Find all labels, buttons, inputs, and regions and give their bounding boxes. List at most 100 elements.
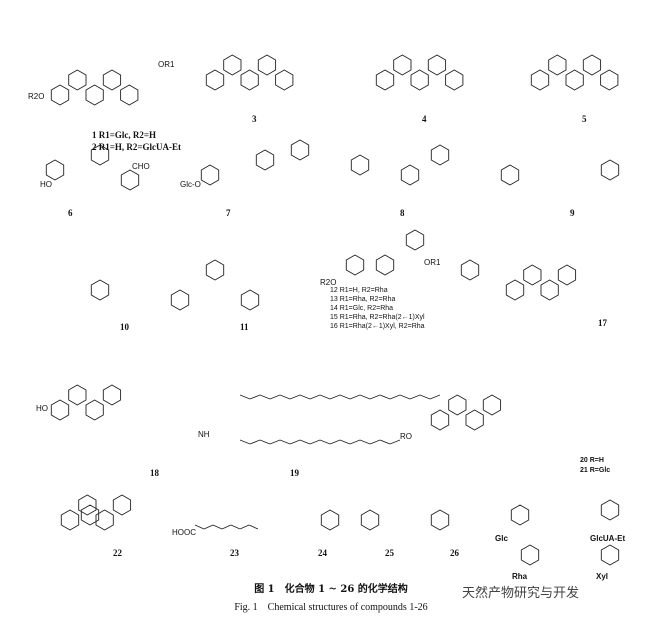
bond-chain (349, 439, 361, 445)
compound-5-label: 5 (582, 114, 587, 124)
bond-chain (339, 439, 351, 445)
bond-chain (269, 439, 281, 445)
bond-chain (399, 394, 411, 400)
ring (275, 69, 294, 91)
ring (102, 69, 122, 91)
ring (257, 54, 277, 76)
ring (600, 159, 620, 181)
compound-9-label: 9 (570, 208, 575, 218)
ring (400, 164, 420, 186)
ring (500, 164, 520, 186)
bond-chain (203, 524, 214, 530)
compound-1-label: 1 R1=Glc, R2=H (92, 130, 157, 140)
compound-3-label: 3 (252, 114, 257, 124)
sugar-rha-label: Rha (512, 572, 528, 581)
bond-chain (299, 394, 311, 400)
ring (50, 84, 70, 106)
compound-18-label: 18 (150, 468, 159, 478)
ring (430, 509, 450, 531)
ring (200, 164, 220, 186)
sugar-glc-label: Glc (495, 534, 508, 543)
ring (80, 504, 100, 526)
compound-15-label: 15 R1=Rha, R2=Rha(2←1)Xyl (330, 314, 425, 321)
ring (95, 509, 114, 531)
bond-chain (369, 439, 381, 445)
or1-group-12: OR1 (424, 258, 441, 267)
compound-10-label: 10 (120, 322, 129, 332)
ring (102, 384, 122, 406)
bond-chain (359, 394, 371, 400)
ro-group: RO (400, 432, 412, 441)
ring (565, 69, 584, 91)
bond-chain (309, 439, 321, 445)
compound-6-label: 6 (68, 208, 73, 218)
sugar-glcua-label: GlcUA-Et (590, 534, 626, 543)
bond-chain (329, 394, 341, 400)
compound-21-label: 21 R=Glc (580, 467, 611, 474)
ring (60, 509, 80, 531)
ring (520, 544, 540, 566)
compound-7-label: 7 (226, 208, 231, 218)
ring (205, 259, 225, 281)
bond-chain (289, 439, 301, 445)
compound-8-label: 8 (400, 208, 405, 218)
ring (68, 384, 87, 406)
ring (600, 69, 619, 91)
bond-chain (248, 524, 259, 530)
compound-12-label: 12 R1=H, R2=Rha (330, 287, 388, 294)
ring (430, 144, 450, 166)
ho-group: HO (40, 180, 52, 189)
ring (350, 154, 370, 176)
ring (510, 504, 530, 526)
bond-chain (379, 394, 391, 400)
glco-group: Glc-O (180, 180, 201, 189)
compound-14-label: 14 R1=Glc, R2=Rha (330, 305, 394, 312)
caption-english: Fig. 1 Chemical structures of compounds … (234, 602, 428, 613)
ring (448, 394, 467, 416)
ring (427, 54, 447, 76)
bond-chain (279, 439, 291, 445)
bond-chain (194, 524, 205, 530)
ring (112, 494, 132, 516)
bond-chain (359, 439, 371, 445)
ring (505, 279, 525, 301)
ring (482, 394, 502, 416)
ring (90, 279, 110, 301)
compound-16-label: 16 R1=Rha(2←1)Xyl, R2=Rha (330, 323, 425, 330)
bond-chain (369, 394, 381, 400)
bond-chain (319, 439, 331, 445)
ring (410, 69, 429, 91)
bond-chain (259, 394, 271, 400)
bond-chain (389, 394, 401, 400)
ring (557, 264, 577, 286)
compound-19-label: 19 (290, 468, 299, 478)
ring (600, 499, 620, 521)
bond-chain (279, 394, 291, 400)
ring (375, 254, 395, 276)
ring (78, 494, 97, 516)
bond-chain (249, 394, 261, 400)
ring (345, 254, 365, 276)
ring (120, 84, 139, 106)
ring (600, 544, 620, 566)
compound-26-label: 26 (450, 548, 459, 558)
ring (255, 149, 275, 171)
or1-group: OR1 (158, 60, 175, 69)
bond-chain (389, 439, 401, 445)
bond-chain (429, 394, 441, 400)
bond-chain (249, 439, 261, 445)
compound-24-label: 24 (318, 548, 327, 558)
bond-chain (269, 394, 281, 400)
ring (530, 69, 550, 91)
ring (170, 289, 190, 311)
bond-chain (409, 394, 421, 400)
ring (320, 509, 340, 531)
ring (50, 399, 70, 421)
bond-chain (319, 394, 331, 400)
ring (523, 264, 542, 286)
ring (120, 169, 140, 191)
bond-chain (299, 439, 311, 445)
bond-chain (289, 394, 301, 400)
